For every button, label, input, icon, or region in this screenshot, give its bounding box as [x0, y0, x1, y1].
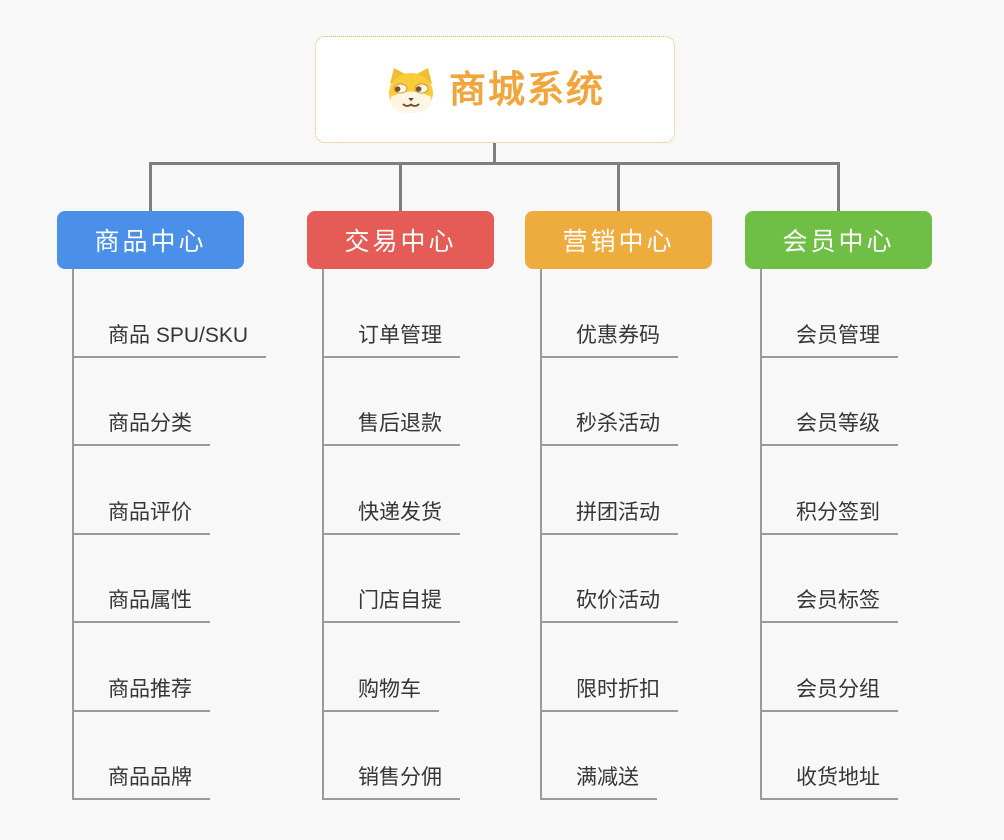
child-node[interactable]: 限时折扣	[542, 623, 678, 712]
connector-drop	[617, 162, 620, 212]
child-node[interactable]: 销售分佣	[324, 712, 460, 800]
child-node[interactable]: 售后退款	[324, 358, 460, 446]
child-node[interactable]: 会员管理	[762, 269, 898, 358]
child-node[interactable]: 门店自提	[324, 535, 460, 623]
child-node[interactable]: 秒杀活动	[542, 358, 678, 446]
connector-drop	[149, 162, 152, 212]
child-node[interactable]: 满减送	[542, 712, 657, 800]
child-node[interactable]: 砍价活动	[542, 535, 678, 623]
child-node[interactable]: 会员分组	[762, 623, 898, 712]
child-node[interactable]: 优惠券码	[542, 269, 678, 358]
connector-drop	[399, 162, 402, 212]
child-node[interactable]: 购物车	[324, 623, 439, 712]
branch-node-2[interactable]: 交易中心	[307, 211, 494, 269]
child-node[interactable]: 会员等级	[762, 358, 898, 446]
root-title: 商城系统	[449, 69, 605, 110]
child-node[interactable]: 积分签到	[762, 446, 898, 535]
child-node[interactable]: 商品 SPU/SKU	[74, 269, 267, 358]
branch-children-4: 会员管理会员等级积分签到会员标签会员分组收货地址	[760, 269, 898, 800]
connector-horizontal	[149, 162, 840, 165]
child-node[interactable]: 快递发货	[324, 446, 460, 535]
child-node[interactable]: 商品评价	[74, 446, 210, 535]
child-node[interactable]: 商品属性	[74, 535, 210, 623]
branch-node-4[interactable]: 会员中心	[745, 211, 932, 269]
branch-children-3: 优惠券码秒杀活动拼团活动砍价活动限时折扣满减送	[540, 269, 678, 800]
child-node[interactable]: 会员标签	[762, 535, 898, 623]
child-node[interactable]: 商品品牌	[74, 712, 210, 800]
branch-node-3[interactable]: 营销中心	[525, 211, 712, 269]
connector-root-stub	[493, 143, 496, 163]
child-node[interactable]: 拼团活动	[542, 446, 678, 535]
branch-node-1[interactable]: 商品中心	[57, 211, 244, 269]
child-node[interactable]: 收货地址	[762, 712, 898, 800]
connector-drop	[837, 162, 840, 212]
child-node[interactable]: 商品分类	[74, 358, 210, 446]
root-node[interactable]: 商城系统	[315, 36, 675, 143]
branch-children-2: 订单管理售后退款快递发货门店自提购物车销售分佣	[322, 269, 460, 800]
child-node[interactable]: 订单管理	[324, 269, 460, 358]
child-node[interactable]: 商品推荐	[74, 623, 210, 712]
dog-face-icon	[385, 66, 437, 114]
